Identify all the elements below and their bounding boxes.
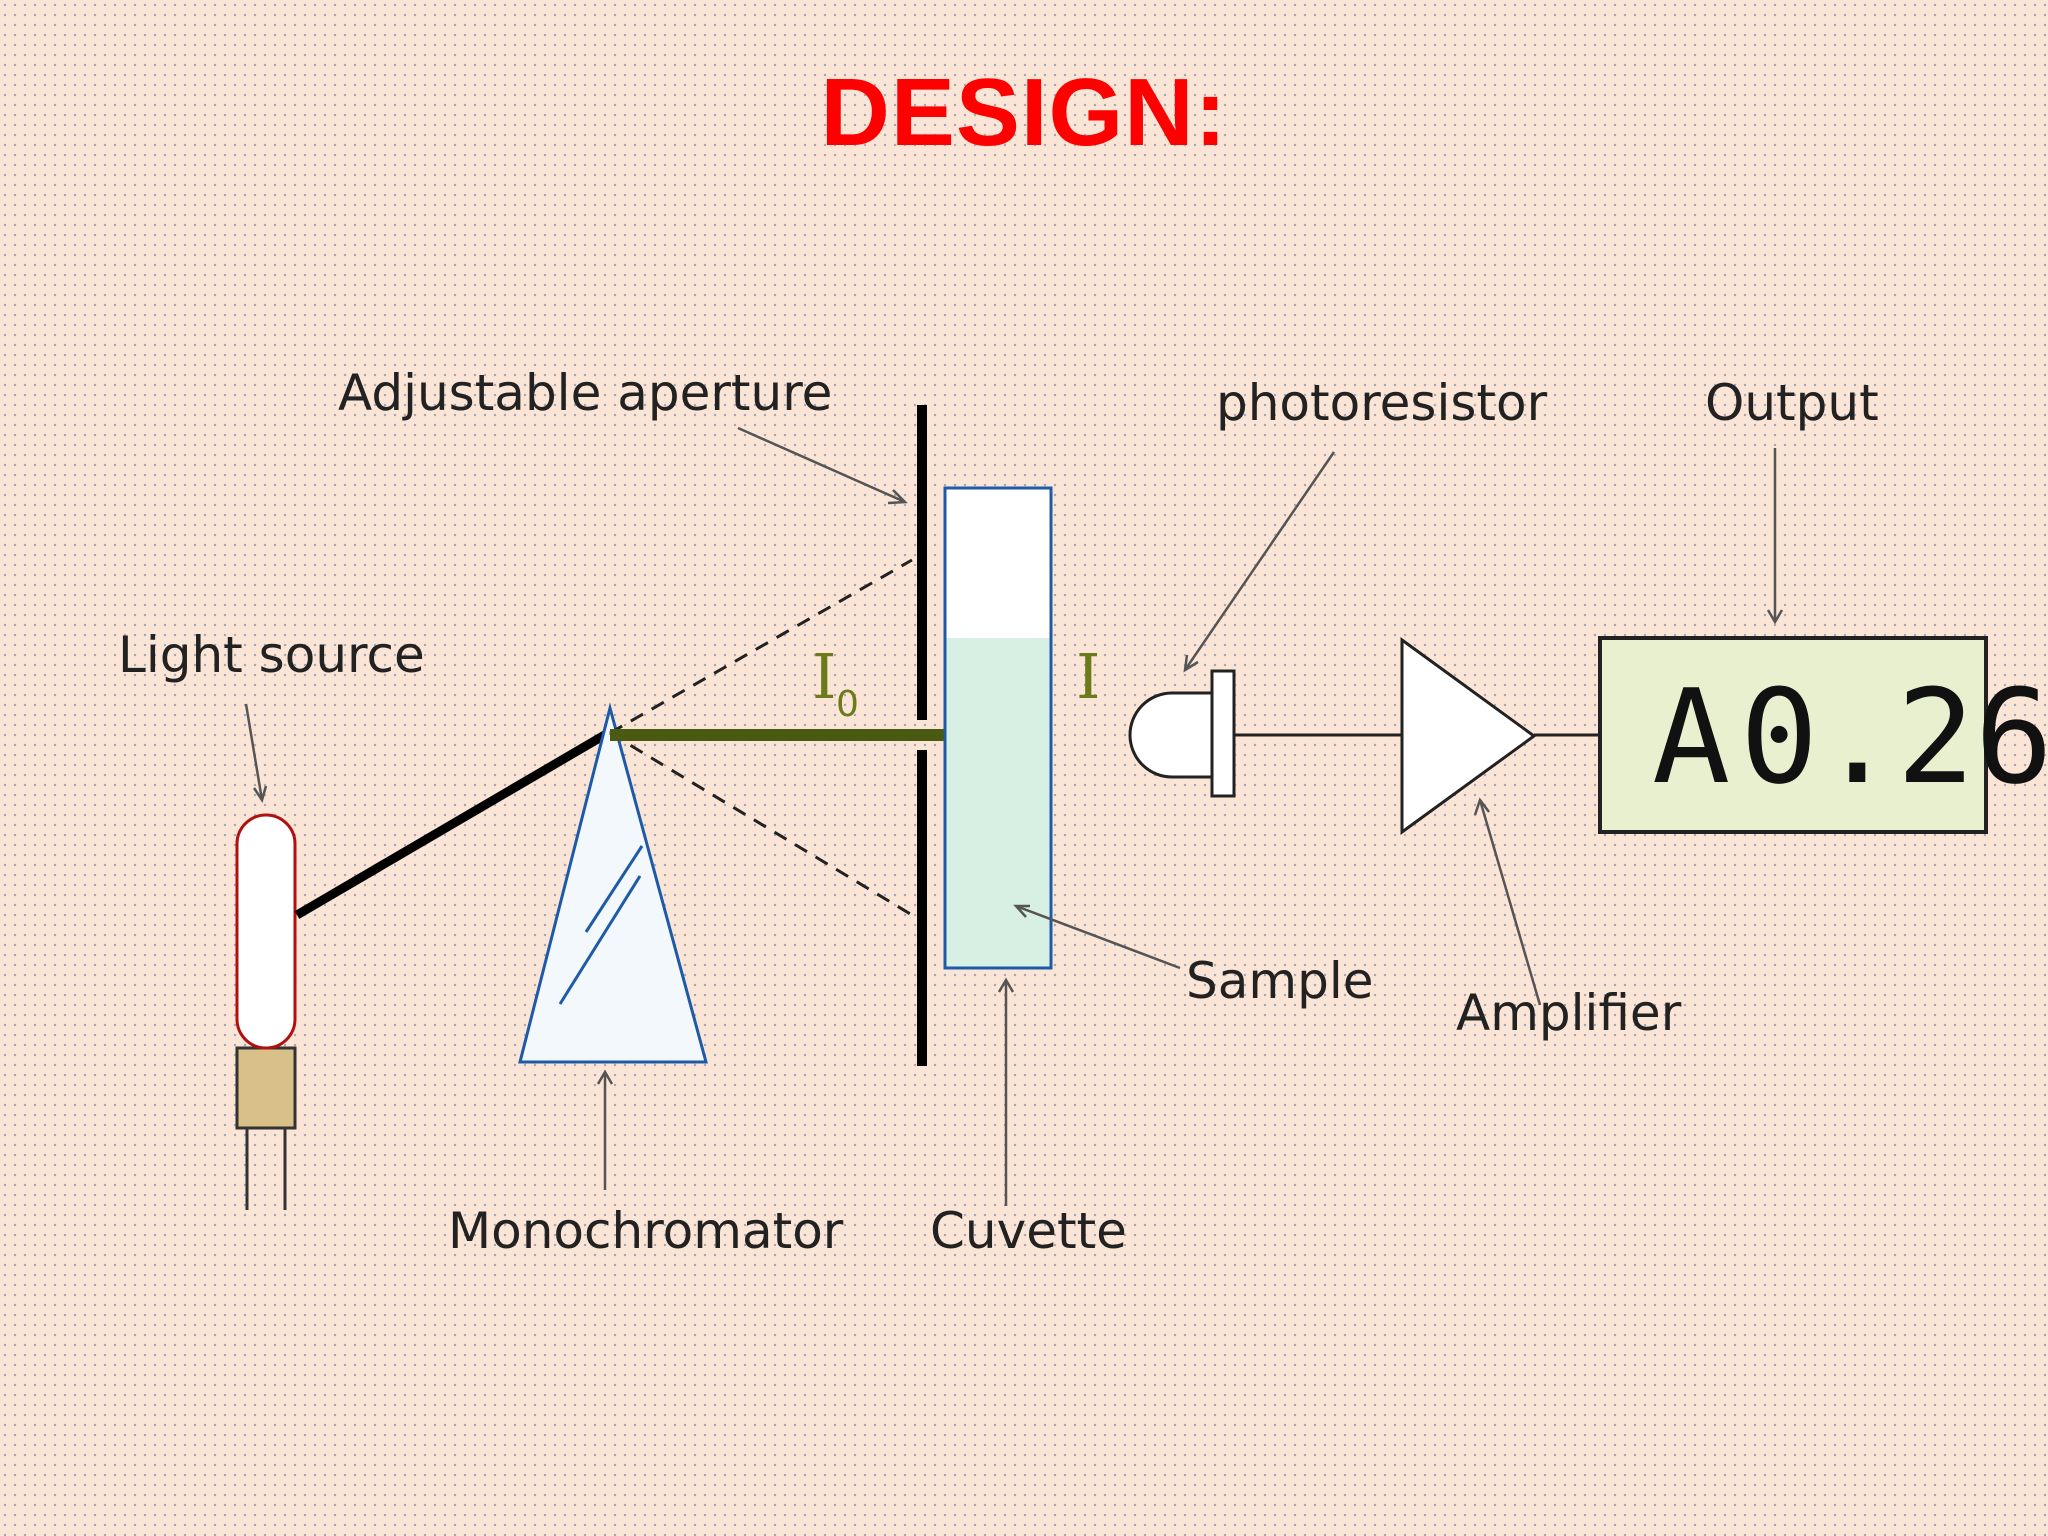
slide-title: DESIGN: <box>820 59 1228 166</box>
monochromator-prism <box>518 702 708 1064</box>
photoresistor <box>1128 669 1236 798</box>
label-sample: Sample <box>1186 952 1373 1010</box>
label-cuvette: Cuvette <box>930 1202 1127 1260</box>
label-adjustable-aperture: Adjustable aperture <box>338 364 832 422</box>
source-beam <box>294 729 611 919</box>
sample-liquid <box>946 638 1050 967</box>
label-output: Output <box>1705 374 1879 432</box>
label-monochromator: Monochromator <box>448 1202 844 1260</box>
amplifier-triangle <box>1400 637 1537 835</box>
display-value: 0.260 <box>1740 661 2048 813</box>
label-pointers <box>244 426 1784 1206</box>
cuvette <box>943 486 1053 970</box>
dispersed-ray-upper <box>609 558 913 735</box>
output-display: A 0.260 <box>1598 636 2048 834</box>
label-light-source: Light source <box>118 626 425 684</box>
lamp-bulb <box>235 813 297 1050</box>
transmitted-intensity-symbol: I <box>1076 640 1101 713</box>
lamp-base <box>235 1046 297 1130</box>
incident-intensity-symbol: I 0 <box>812 640 859 725</box>
display-unit: A <box>1652 661 1730 813</box>
dispersed-ray-lower <box>609 731 913 917</box>
light-source-lamp <box>235 813 297 1210</box>
label-amplifier: Amplifier <box>1456 984 1682 1042</box>
label-photoresistor: photoresistor <box>1216 374 1548 432</box>
svg-text:0: 0 <box>836 684 859 725</box>
svg-text:I: I <box>812 640 837 713</box>
